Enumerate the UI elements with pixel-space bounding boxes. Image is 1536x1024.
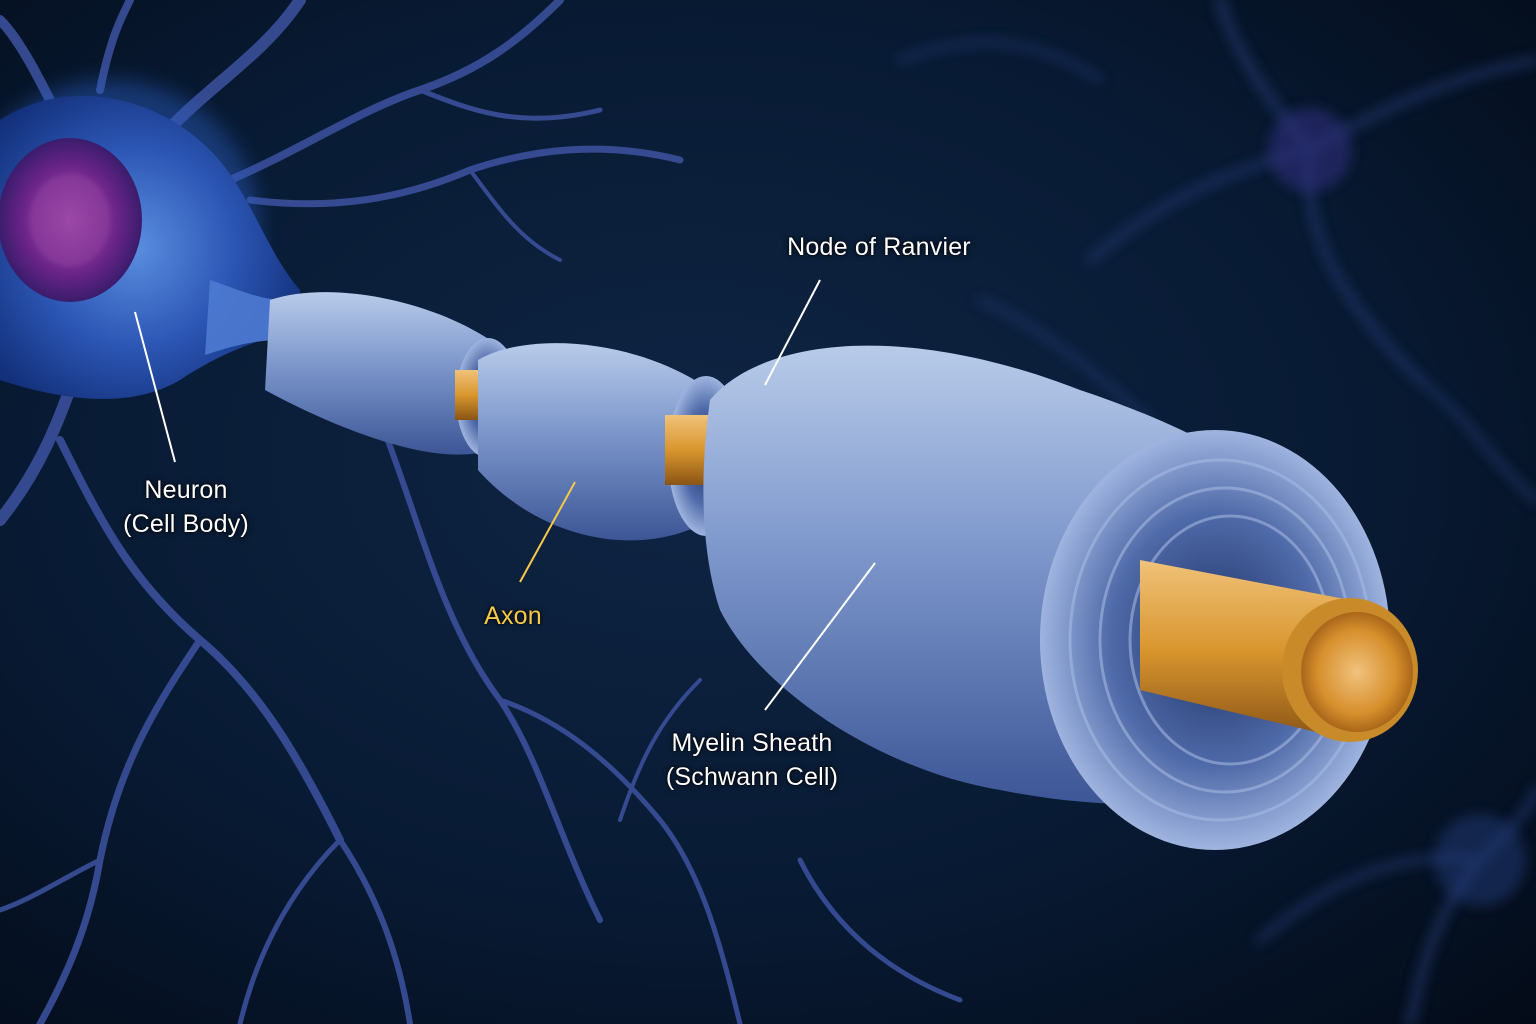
background-neuron-soma xyxy=(1434,814,1526,906)
myelin-sheath-label: Myelin Sheath (Schwann Cell) xyxy=(666,726,838,794)
background-neuron-soma xyxy=(1268,108,1352,192)
nucleolus xyxy=(30,174,110,266)
node-label-text: Node of Ranvier xyxy=(787,233,971,261)
neuron-label-line2: (Cell Body) xyxy=(123,510,249,538)
myelin-label-line1: Myelin Sheath xyxy=(671,729,833,757)
myelin-label-line2: (Schwann Cell) xyxy=(665,763,839,791)
axon-core xyxy=(1140,560,1418,742)
neuron-label: Neuron (Cell Body) xyxy=(123,473,249,541)
node-of-ranvier-label: Node of Ranvier xyxy=(787,230,971,264)
axon-hillock xyxy=(205,280,285,355)
axon-label: Axon xyxy=(484,599,542,633)
axon-label-text: Axon xyxy=(484,602,542,630)
leader-lines xyxy=(134,279,876,711)
neuron-label-line1: Neuron xyxy=(144,476,228,504)
